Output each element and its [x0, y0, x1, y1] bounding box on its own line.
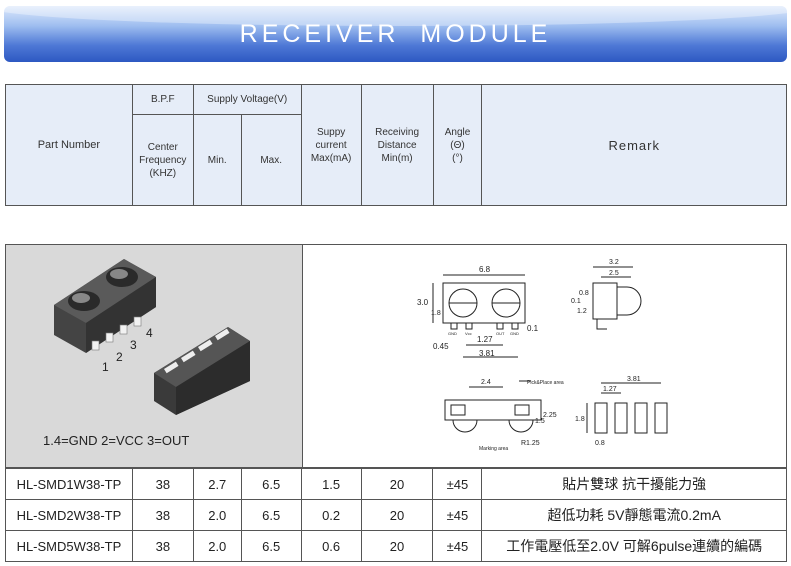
product-block: 1 2 3 4 1.4=GND 2=VCC 3=OUT: [5, 244, 787, 468]
header-distance-l2: Distance: [377, 139, 417, 151]
dim-pad-span: 3.81: [627, 376, 641, 383]
dim-radius: R1.25: [521, 440, 540, 447]
header-angle: Angle (Θ) (°): [432, 84, 483, 206]
header-angle-l3: (°): [452, 152, 463, 164]
spec-header-table: Part Number B.P.F Supply Voltage(V) Supp…: [5, 84, 787, 206]
current-cell: 0.2: [300, 499, 362, 531]
header-angle-l2: (Θ): [450, 139, 465, 151]
dim-side-d2: 0.1: [571, 298, 581, 305]
distance-cell: 20: [360, 499, 434, 531]
pad-view: [586, 382, 668, 434]
frequency-cell: 38: [131, 468, 194, 500]
angle-cell: ±45: [432, 530, 483, 562]
pin-text-1: GND: [448, 331, 457, 336]
dim-height: 3.0: [417, 298, 429, 307]
product-table: HL-SMD1W38-TP 38 2.7 6.5 1.5 20 ±45 貼片雙球…: [5, 468, 787, 562]
table-row: HL-SMD1W38-TP 38 2.7 6.5 1.5 20 ±45 貼片雙球…: [5, 468, 787, 500]
header-remark: Remark: [481, 84, 787, 206]
dim-front-w: 2.4: [481, 379, 491, 386]
dim-depth: 3.2: [609, 259, 619, 266]
header-max: Max.: [240, 114, 302, 206]
header-bpf: B.P.F: [131, 84, 194, 115]
pin-text-3: OUT: [496, 331, 505, 336]
vmin-cell: 2.0: [192, 499, 242, 531]
dim-pin-width: 0.45: [433, 342, 449, 351]
frequency-cell: 38: [131, 530, 194, 562]
vmax-cell: 6.5: [240, 499, 302, 531]
pin-label-1: 1: [102, 360, 109, 374]
pin-label-3: 3: [130, 338, 137, 352]
header-supply-current-l1: Suppy: [316, 126, 346, 138]
header-freq-l2: Frequency: [139, 154, 187, 166]
current-cell: 1.5: [300, 468, 362, 500]
side-view: [592, 266, 642, 330]
vmin-cell: 2.7: [192, 468, 242, 500]
header-supply-current-l2: current: [315, 139, 347, 151]
distance-cell: 20: [360, 530, 434, 562]
dimension-drawing: 6.8 3.0 1.8 1.27 0.45 3.81 0.1 GND Vcc O…: [303, 245, 786, 467]
angle-cell: ±45: [432, 499, 483, 531]
part-number-cell: HL-SMD1W38-TP: [5, 468, 133, 500]
dim-lens: 1.8: [431, 310, 441, 317]
remark-cell: 貼片雙球 抗干擾能力強: [481, 468, 787, 500]
title-banner: RECEIVER MODULE: [4, 6, 787, 62]
dim-pitch: 1.27: [477, 335, 493, 344]
angle-cell: ±45: [432, 468, 483, 500]
vmin-cell: 2.0: [192, 530, 242, 562]
vmax-cell: 6.5: [240, 468, 302, 500]
header-min: Min.: [192, 114, 242, 206]
remark-cell: 超低功耗 5V靜態電流0.2mA: [481, 499, 787, 531]
module-illustration: 1 2 3 4: [54, 259, 250, 415]
pin-label-4: 4: [146, 326, 153, 340]
header-supply-voltage: Supply Voltage(V): [192, 84, 302, 115]
remark-cell: 工作電壓低至2.0V 可解6pulse連續的編碼: [481, 530, 787, 562]
header-angle-l1: Angle: [444, 126, 471, 138]
header-distance-l3: Min(m): [381, 152, 413, 164]
header-freq-l3: (KHZ): [149, 167, 177, 179]
page-title: RECEIVER MODULE: [239, 20, 552, 48]
module-bottom: [154, 327, 250, 415]
front-view: [444, 380, 542, 433]
module-top: [54, 259, 156, 353]
table-row: HL-SMD2W38-TP 38 2.0 6.5 0.2 20 ±45 超低功耗…: [5, 499, 787, 531]
part-number-cell: HL-SMD5W38-TP: [5, 530, 133, 562]
table-row: HL-SMD5W38-TP 38 2.0 6.5 0.6 20 ±45 工作電壓…: [5, 530, 787, 562]
pin-text-4: GND: [510, 331, 519, 336]
dim-pad-w: 0.8: [595, 440, 605, 447]
dim-front-h2: 1.5: [535, 418, 545, 425]
vmax-cell: 6.5: [240, 530, 302, 562]
header-receiving-distance: Receiving Distance Min(m): [360, 84, 434, 206]
product-photo: 1 2 3 4 1.4=GND 2=VCC 3=OUT: [6, 245, 303, 467]
marking-label: Marking area: [479, 446, 508, 452]
dimension-drawing-svg: 6.8 3.0 1.8 1.27 0.45 3.81 0.1 GND Vcc O…: [417, 259, 668, 452]
pin-caption: 1.4=GND 2=VCC 3=OUT: [43, 433, 190, 448]
header-supply-current: Suppy current Max(mA): [300, 84, 362, 206]
dim-front-h: 2.25: [543, 412, 557, 419]
dim-width: 6.8: [479, 265, 491, 274]
dim-side-d1: 0.8: [579, 290, 589, 297]
pick-place-label: Pick&Place area: [527, 380, 564, 386]
header-distance-l1: Receiving: [375, 126, 420, 138]
current-cell: 0.6: [300, 530, 362, 562]
dim-span: 3.81: [479, 349, 495, 358]
dim-pad-h: 1.8: [575, 416, 585, 423]
dim-offset: 0.1: [527, 324, 539, 333]
top-view: [432, 274, 526, 358]
distance-cell: 20: [360, 468, 434, 500]
dim-side-d3: 1.2: [577, 308, 587, 315]
header-supply-current-l3: Max(mA): [310, 152, 352, 164]
header-center-frequency: Center Frequency (KHZ): [131, 114, 194, 206]
banner-shine: [4, 6, 787, 26]
header-freq-l1: Center: [147, 141, 178, 153]
frequency-cell: 38: [131, 499, 194, 531]
dim-depth2: 2.5: [609, 270, 619, 277]
pin-label-2: 2: [116, 350, 123, 364]
header-part-number: Part Number: [5, 84, 133, 206]
pin-text-2: Vcc: [465, 331, 472, 336]
dim-pad-pitch: 1.27: [603, 386, 617, 393]
part-number-cell: HL-SMD2W38-TP: [5, 499, 133, 531]
